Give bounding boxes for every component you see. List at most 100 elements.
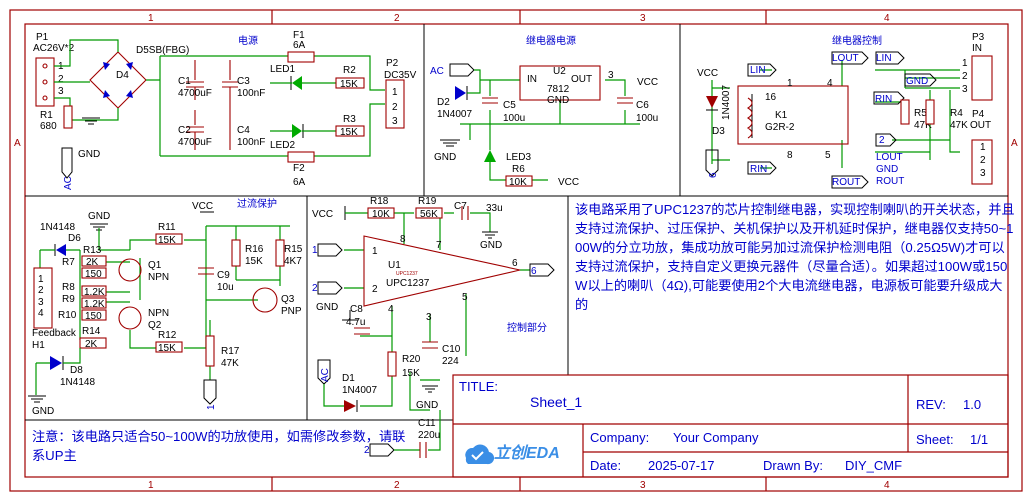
resistor-R9 — [81, 297, 107, 309]
K1-value: G2R-2 — [765, 122, 795, 133]
title-block — [452, 374, 1009, 478]
P4-value: OUT — [970, 120, 991, 131]
R11-ref: R11 — [158, 222, 176, 233]
gnd-label: GND — [416, 400, 438, 411]
col-label: 2 — [394, 480, 400, 491]
pin-flag-2 — [317, 281, 343, 295]
gnd-label: GND — [316, 302, 338, 313]
ac-flag — [61, 147, 73, 179]
pin-label: 2 — [962, 71, 968, 82]
R7-value: 2K — [86, 257, 99, 268]
R15-value: 4K7 — [284, 256, 302, 267]
D2-value: 1N4007 — [437, 109, 472, 120]
D1-value: 1N4007 — [342, 385, 377, 396]
C8-ref: C8 — [350, 304, 363, 315]
flag-label: 2 — [364, 445, 370, 456]
diode-D1 — [344, 400, 356, 412]
D3-value: 1N4007 — [721, 85, 732, 120]
pin-label: 1 — [980, 142, 986, 153]
R9-value: 1.2K — [84, 299, 105, 310]
R20-value: 15K — [402, 368, 420, 379]
C10-ref: C10 — [442, 344, 461, 355]
R10-value: 150 — [85, 269, 102, 280]
vcc-label: VCC — [697, 68, 718, 79]
C5-ref: C5 — [503, 100, 516, 111]
C1-ref: C1 — [178, 76, 191, 87]
D4-ref: D4 — [116, 70, 129, 81]
resistor-R3 — [335, 125, 365, 137]
pin-label: 1 — [787, 78, 793, 89]
resistor-R15 — [275, 239, 285, 267]
U2-ref: U2 — [553, 66, 566, 77]
pin-label: 3 — [608, 70, 614, 81]
relay-power-section: AC D2 1N4007 IN OUT 7812 GND U2 C5 100u … — [430, 63, 658, 188]
gnd-label: GND — [78, 149, 100, 160]
pin-label: 3 — [962, 84, 968, 95]
pin-label: 3 — [58, 86, 64, 97]
connector-P2 — [385, 79, 405, 129]
section-title-power: 电源 — [238, 34, 258, 47]
F2-ref: F2 — [293, 163, 305, 174]
pin-label: 5 — [825, 150, 831, 161]
C4-ref: C4 — [237, 125, 250, 136]
U1-ref: U1 — [388, 260, 401, 271]
D1-ref: D1 — [342, 373, 355, 384]
P1-value: AC26V*2 — [33, 43, 75, 54]
C2-ref: C2 — [178, 125, 191, 136]
section-dividers — [25, 24, 1008, 421]
rev-value: 1.0 — [963, 397, 981, 412]
sheet-label: Sheet: — [916, 432, 954, 447]
pin-label: 8 — [400, 234, 406, 245]
resistor-R12 — [155, 341, 183, 353]
C6-value: 100u — [636, 113, 658, 124]
rout-label: ROUT — [876, 176, 904, 187]
R8-value: 1.2K — [84, 287, 105, 298]
C7-ref: C7 — [454, 201, 467, 212]
R2-value: 15K — [340, 79, 358, 90]
transistor-Q3 — [252, 287, 278, 313]
U2-value: 7812 — [547, 84, 570, 95]
R11-value: 15K — [158, 235, 176, 246]
ac-label: AC — [63, 176, 74, 190]
P4-ref: P4 — [972, 109, 985, 120]
R6-value: 10K — [509, 177, 527, 188]
C3-ref: C3 — [237, 76, 250, 87]
R17-ref: R17 — [221, 346, 240, 357]
fuse-F1 — [287, 51, 315, 63]
pin-label: 4 — [827, 78, 833, 89]
pin-flag-1 — [203, 379, 217, 405]
pin-label: 6 — [512, 258, 518, 269]
C2-value: 4700uF — [178, 137, 212, 148]
U2-in: IN — [527, 74, 537, 85]
resistor-R11 — [155, 233, 183, 245]
pin-label: 2 — [372, 284, 378, 295]
lout-flag — [831, 51, 869, 65]
col-label: 1 — [148, 13, 154, 24]
rin-label: RIN — [750, 164, 767, 175]
Q3-ref: Q3 — [281, 294, 295, 305]
C9-ref: C9 — [217, 270, 230, 281]
R1-value: 680 — [40, 121, 57, 132]
C9-value: 10u — [217, 282, 234, 293]
R1-ref: R1 — [40, 110, 53, 121]
pin-label: 2 — [58, 74, 64, 85]
Q1-value: NPN — [148, 272, 169, 283]
R14-value: 2K — [85, 339, 98, 350]
gnd-label: GND — [876, 164, 898, 175]
resistor-R1 — [63, 105, 73, 129]
section-title-control: 控制部分 — [507, 321, 547, 334]
R12-ref: R12 — [158, 330, 177, 341]
pin-label: 7 — [436, 240, 442, 251]
diode-D8 — [50, 356, 62, 370]
C10-value: 224 — [442, 356, 459, 367]
Q2-ref: Q2 — [148, 320, 162, 331]
rev-label: REV: — [916, 397, 946, 412]
R15-ref: R15 — [284, 244, 303, 255]
pin-label: 2 — [392, 102, 398, 113]
col-label: 2 — [394, 13, 400, 24]
ac-label: AC — [320, 368, 331, 382]
F1-value: 6A — [293, 40, 306, 51]
P1-ref: P1 — [36, 32, 49, 43]
H1-label: Feedback — [32, 328, 77, 339]
